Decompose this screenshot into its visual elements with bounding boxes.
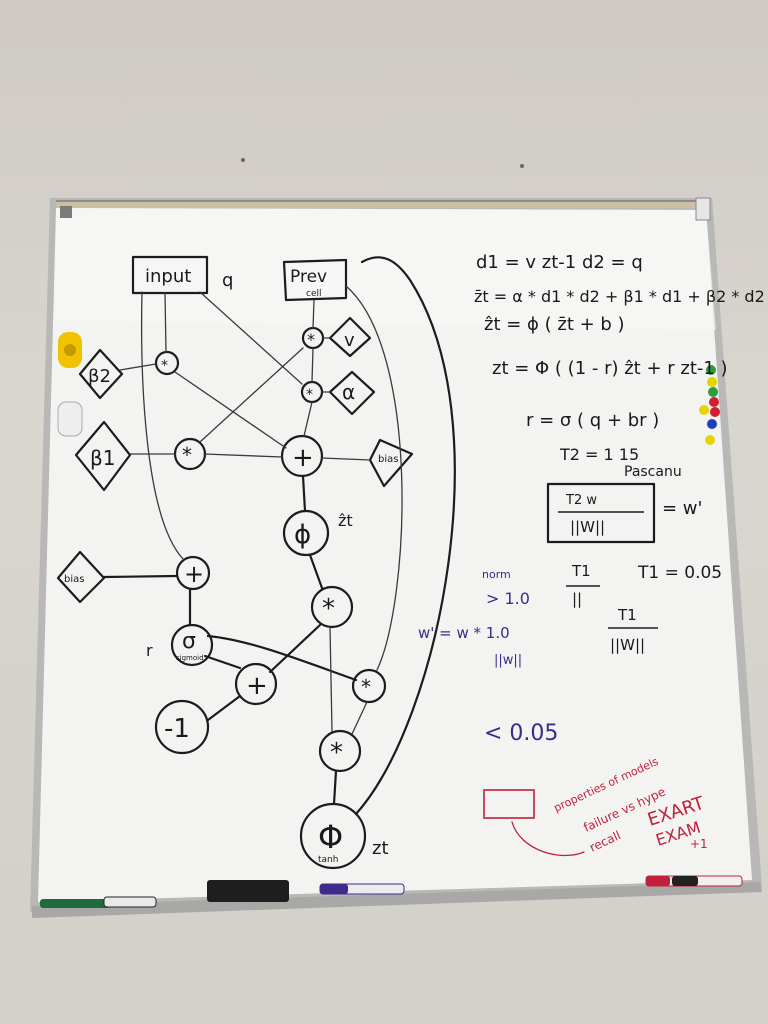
phi-node-symbol: ϕ: [294, 520, 311, 550]
t1-numerator: T1: [571, 562, 591, 580]
whiteboard: [30, 198, 762, 912]
beta2-label: β2: [88, 366, 111, 387]
input-label: input: [145, 266, 191, 287]
sigma-node: [170, 623, 214, 667]
prev-label: Prev: [290, 267, 327, 287]
input-annotation: q: [222, 270, 233, 291]
tanh-symbol: Φ: [318, 818, 343, 856]
note-pascanu: Pascanu: [624, 464, 682, 480]
bias-right-diamond: [368, 438, 414, 488]
purple-wprime: w' = w * 1.0: [418, 624, 510, 642]
plus-node-gate: [175, 555, 211, 591]
t1b-denominator: ||W||: [610, 636, 645, 654]
eraser[interactable]: [207, 880, 289, 902]
t1-denominator: ||: [572, 590, 582, 608]
alpha-diamond: [328, 370, 376, 416]
purple-wnorm: ||w||: [494, 653, 522, 668]
beta1-diamond: [74, 420, 132, 492]
green-marker[interactable]: [40, 899, 110, 908]
v-diamond: [328, 316, 372, 358]
mult-node-right-symbol: *: [361, 675, 371, 699]
side-clips: [57, 332, 83, 437]
graph-edges: [102, 256, 456, 816]
mult-node-beta2: [154, 350, 180, 376]
mult-node-alpha-symbol: *: [306, 387, 313, 403]
purple-gt: > 1.0: [486, 589, 530, 608]
plus-node-oneminus-symbol: +: [246, 671, 268, 701]
magnets: [699, 365, 720, 445]
purple-lt: < 0.05: [484, 721, 558, 746]
equation-wprime: = w': [662, 498, 702, 519]
input-box: [131, 255, 209, 295]
equation-zt: zt = Φ ( (1 - r) ẑt + r zt-1 ): [492, 358, 728, 379]
minus-one-label: -1: [164, 714, 190, 744]
bias-left-diamond: [56, 550, 106, 604]
mult-node-right: [351, 668, 387, 704]
bias-left-label: bias: [64, 574, 84, 585]
v-label: v: [344, 330, 355, 351]
normalize-box: [546, 482, 656, 544]
plus-node-gate-symbol: +: [184, 560, 204, 588]
equations: d1 = v zt-1 d2 = q z̄t = α * d1 * d2 + β…: [474, 252, 765, 654]
mult-node-lower-symbol: *: [330, 738, 343, 768]
red-plus-one: +1: [690, 837, 708, 851]
zt-label: zt: [372, 838, 389, 859]
norm-denominator: ||W||: [570, 518, 605, 536]
equation-t1: T1 = 0.05: [637, 563, 722, 583]
map-rail: [56, 197, 711, 221]
equation-d: d1 = v zt-1 d2 = q: [476, 252, 643, 273]
equation-r: r = σ ( q + br ): [526, 410, 659, 431]
t1b-numerator: T1: [617, 606, 637, 624]
marker-tray: [32, 875, 762, 918]
mult-node-v-symbol: *: [307, 330, 315, 349]
white-clip[interactable]: [57, 401, 83, 437]
mult-node-beta1-symbol: *: [182, 443, 192, 467]
mult-node-update-symbol: *: [322, 594, 335, 624]
r-label: r: [146, 641, 153, 660]
sigma-symbol: σ: [182, 629, 196, 654]
black-marker[interactable]: [103, 896, 157, 908]
sum-node-symbol: +: [292, 443, 314, 473]
prev-box: [282, 258, 348, 302]
mult-node-lower: [318, 729, 362, 773]
computation-graph: input q Prev cell β2 β1 v α bias bias * …: [56, 255, 456, 870]
beta1-label: β1: [90, 446, 116, 470]
mult-node-beta2-symbol: *: [161, 358, 168, 374]
minus-one-node: [154, 699, 210, 755]
bias-right-label: bias: [378, 454, 398, 465]
alpha-label: α: [342, 380, 355, 404]
equation-zbar: z̄t = α * d1 * d2 + β1 * d1 + β2 * d2: [474, 287, 765, 306]
beta2-diamond: [78, 348, 124, 400]
mult-node-update: [310, 585, 354, 629]
norm-numerator: T2 w: [565, 493, 597, 508]
zhat-label: ẑt: [338, 511, 353, 530]
purple-notes: norm > 1.0 w' = w * 1.0 ||w|| < 0.05: [418, 568, 558, 746]
plus-node-oneminus: [234, 662, 278, 706]
equation-zhat: ẑt = ϕ ( z̄t + b ): [484, 314, 625, 335]
sigma-sub-label: sigmoid: [176, 654, 204, 662]
prev-sub-label: cell: [306, 289, 322, 299]
purple-norm: norm: [482, 568, 511, 581]
tanh-sub-label: tanh: [318, 855, 338, 865]
equation-t2: T2 = 1 15: [559, 445, 639, 464]
